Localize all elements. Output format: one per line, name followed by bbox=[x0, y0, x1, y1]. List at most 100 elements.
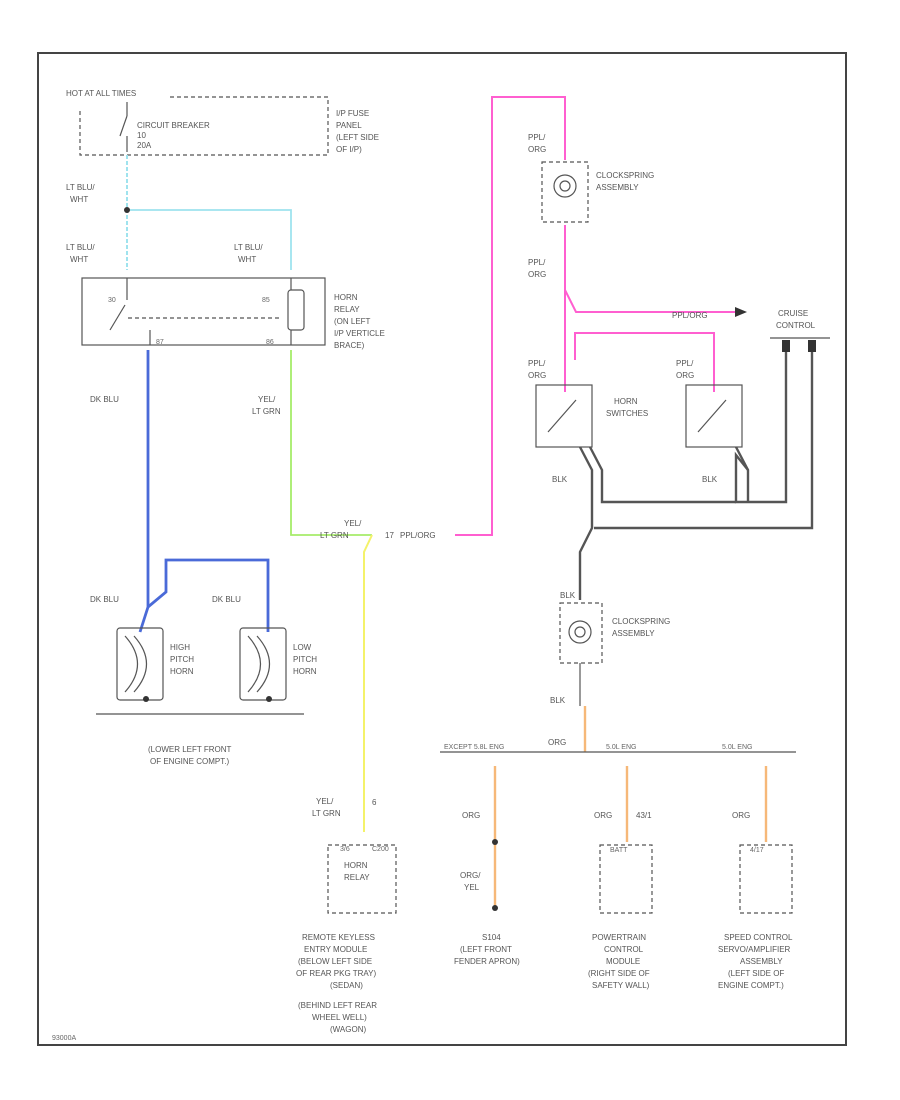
rke-pin-6: 6 bbox=[372, 798, 377, 807]
horn-relay-box bbox=[81, 277, 326, 346]
speed-control-servo: 4/17 SPEED CONTROL SERVO/AMPLIFIER ASSEM… bbox=[718, 844, 793, 990]
clockspring-bottom: CLOCKSPRING ASSEMBLY BLK BLK bbox=[550, 591, 670, 706]
horn-relay-label-1: HORN bbox=[334, 293, 358, 302]
rke-label-4: OF REAR PKG TRAY) bbox=[296, 969, 376, 978]
bus-label-3: 5.0L ENG bbox=[722, 744, 752, 751]
bus-label-2: 5.0L ENG bbox=[606, 744, 636, 751]
join-code: 17 bbox=[385, 531, 394, 540]
blk-label-3: BLK bbox=[560, 591, 576, 600]
blk-label-1: BLK bbox=[552, 475, 568, 484]
high-horn-bell bbox=[124, 635, 138, 693]
horns-location-1: (LOWER LEFT FRONT bbox=[148, 745, 232, 754]
pcm-box bbox=[599, 844, 653, 914]
relay-switch-blade bbox=[109, 304, 126, 331]
clockspring-top-coil bbox=[553, 174, 577, 198]
yelgrn-label-1b: LT GRN bbox=[252, 407, 281, 416]
ltblu-label-1b: WHT bbox=[70, 195, 88, 204]
pplorg-4a: PPL/ bbox=[676, 359, 694, 368]
splice-node bbox=[124, 207, 130, 213]
horn-relay-label-3: (ON LEFT bbox=[334, 317, 371, 326]
fuse-panel-label-2: PANEL bbox=[336, 121, 362, 130]
pplorg-1a: PPL/ bbox=[528, 133, 546, 142]
s104-splice bbox=[492, 905, 498, 911]
low-pitch-horn: LOW PITCH HORN bbox=[239, 627, 317, 702]
dk-blu-wire-low bbox=[147, 558, 270, 632]
high-pitch-horn: HIGH PITCH HORN bbox=[116, 627, 194, 702]
pplorg-1b: ORG bbox=[528, 145, 546, 154]
servo-label-4: (LEFT SIDE OF bbox=[728, 969, 784, 978]
org-pcm-pin: 43/1 bbox=[636, 811, 652, 820]
pink-wire-main bbox=[455, 96, 566, 536]
org-feed-circuit: ORG EXCEPT 5.8L ENG 5.0L ENG 5.0L ENG OR… bbox=[440, 706, 796, 911]
pcm-label-2: CONTROL bbox=[604, 945, 644, 954]
relay-coil bbox=[287, 289, 305, 331]
lt-blu-wht-circuit: LT BLU/ WHT LT BLU/ WHT LT BLU/ WHT bbox=[66, 155, 292, 270]
orgyel-label-b: YEL bbox=[464, 883, 480, 892]
yelgrn-label-2a: YEL/ bbox=[344, 519, 362, 528]
low-horn-label-1: LOW bbox=[293, 643, 312, 652]
high-horn-bell-inner bbox=[133, 635, 147, 693]
breaker-label-3: 20A bbox=[137, 141, 152, 150]
rke-module: 3/6 C200 HORN RELAY REMOTE KEYLESS ENTRY… bbox=[296, 844, 397, 1034]
pcm-pin-label: BATT bbox=[610, 847, 628, 854]
diagram-code: 93000A bbox=[52, 1035, 76, 1042]
pplorg-2a: PPL/ bbox=[528, 258, 546, 267]
pplorg-arrow-label: PPL/ORG bbox=[672, 311, 708, 320]
rke-label-2: ENTRY MODULE bbox=[304, 945, 367, 954]
cruise-label-1: CRUISE bbox=[778, 309, 808, 318]
breaker-label-1: CIRCUIT BREAKER bbox=[137, 121, 210, 130]
dkblu-label-2: DK BLU bbox=[90, 595, 119, 604]
relay-pin-86: 86 bbox=[266, 339, 274, 346]
ltblu-label-3b: WHT bbox=[238, 255, 256, 264]
pink-wire-to-cruise bbox=[564, 225, 735, 313]
clockspring-top-label-2: ASSEMBLY bbox=[596, 183, 639, 192]
low-horn-body bbox=[239, 627, 287, 701]
yelgrn-label-3b: LT GRN bbox=[312, 809, 341, 818]
relay-pin-87: 87 bbox=[156, 339, 164, 346]
diagram-frame bbox=[37, 52, 847, 1046]
ltblu-label-1a: LT BLU/ bbox=[66, 183, 95, 192]
servo-label-2: SERVO/AMPLIFIER bbox=[718, 945, 791, 954]
horn-switches: HORN SWITCHES BLK BLK bbox=[535, 384, 750, 600]
clockspring-bottom-label-2: ASSEMBLY bbox=[612, 629, 655, 638]
high-horn-label-1: HIGH bbox=[170, 643, 190, 652]
yel-wire-to-rke bbox=[363, 534, 373, 832]
orgyel-label-a: ORG/ bbox=[460, 871, 481, 880]
dk-blu-circuit: DK BLU DK BLU DK BLU bbox=[90, 350, 270, 633]
servo-label-1: SPEED CONTROL bbox=[724, 933, 793, 942]
blk-label-2: BLK bbox=[702, 475, 718, 484]
horns-location-2: OF ENGINE COMPT.) bbox=[150, 757, 229, 766]
cruise-wire-a bbox=[734, 352, 788, 504]
horn-switch-1 bbox=[535, 384, 593, 448]
pplorg-4b: ORG bbox=[676, 371, 694, 380]
pplorg-3a: PPL/ bbox=[528, 359, 546, 368]
fuse-panel-outline bbox=[79, 96, 329, 156]
dk-blu-wire-high bbox=[138, 350, 150, 633]
ltblu-label-2a: LT BLU/ bbox=[66, 243, 95, 252]
s104-label-2: (LEFT FRONT bbox=[460, 945, 512, 954]
pplorg-3b: ORG bbox=[528, 371, 546, 380]
clockspring-top-coil-inner bbox=[559, 180, 571, 192]
org-top-label: ORG bbox=[548, 738, 566, 747]
pcm-label-1: POWERTRAIN bbox=[592, 933, 646, 942]
clockspring-bottom-coil bbox=[568, 620, 592, 644]
fuse-panel-label-4: OF I/P) bbox=[336, 145, 362, 154]
cruise-wire-b bbox=[594, 352, 814, 530]
ppl-org-join-label: PPL/ORG bbox=[400, 531, 436, 540]
horn-switch-1-blade bbox=[547, 399, 577, 433]
org-label-3: ORG bbox=[732, 811, 750, 820]
rke-box-label-2: RELAY bbox=[344, 873, 370, 882]
yelgrn-label-1a: YEL/ bbox=[258, 395, 276, 404]
rke-label-5: (SEDAN) bbox=[330, 981, 363, 990]
servo-label-5: ENGINE COMPT.) bbox=[718, 981, 784, 990]
pcm-label-3: MODULE bbox=[606, 957, 640, 966]
rke-label2-3: (WAGON) bbox=[330, 1025, 366, 1034]
rke-pin-b: C200 bbox=[372, 846, 389, 853]
pplorg-2b: ORG bbox=[528, 270, 546, 279]
low-horn-bell-inner bbox=[256, 635, 270, 693]
lt-blu-wire-branch bbox=[127, 209, 292, 270]
clockspring-bottom-label-1: CLOCKSPRING bbox=[612, 617, 670, 626]
fuse-panel-label-3: (LEFT SIDE bbox=[336, 133, 379, 142]
rke-label2-2: WHEEL WELL) bbox=[312, 1013, 367, 1022]
